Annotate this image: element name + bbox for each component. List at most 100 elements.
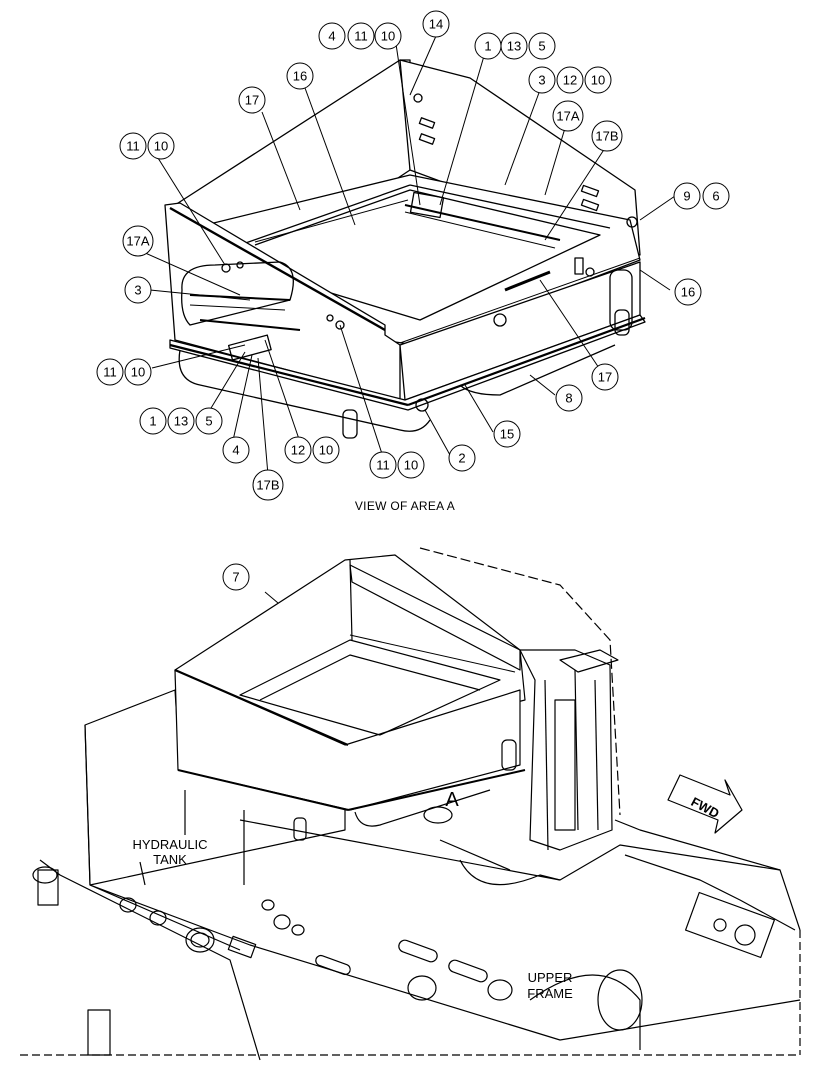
callout-bubble-c11-bottomr: 11 (369, 451, 397, 479)
callout-number: 10 (319, 443, 333, 458)
callout-circle (222, 563, 250, 591)
callout-circle (528, 32, 556, 60)
callout-circle (369, 451, 397, 479)
callout-circle (500, 32, 528, 60)
callout-number: 5 (538, 39, 545, 54)
callout-number: 10 (131, 365, 145, 380)
callout-number: 17 (245, 93, 259, 108)
callout-circle (124, 358, 152, 386)
callout-circle (556, 66, 584, 94)
callout-number: 1 (484, 39, 491, 54)
callout-bubble-c13-top: 13 (500, 32, 528, 60)
callout-number: 2 (458, 451, 465, 466)
callout-number: 3 (538, 73, 545, 88)
callout-circle (397, 451, 425, 479)
callout-number: 10 (404, 458, 418, 473)
callout-bubble-c5-top: 5 (528, 32, 556, 60)
callout-number: 17 (598, 370, 612, 385)
callout-bubble-c17-top: 17 (238, 86, 266, 114)
callout-circle (702, 182, 730, 210)
callout-number: 4 (232, 443, 239, 458)
hydraulic-tank-label-line2: TANK (153, 852, 187, 867)
callout-bubble-c14-top: 14 (422, 10, 450, 38)
callout-bubble-c2-bottom: 2 (448, 444, 476, 472)
callout-number: 9 (683, 189, 690, 204)
callout-number: 10 (591, 73, 605, 88)
callout-circle (284, 436, 312, 464)
callout-bubble-c10-topr: 10 (584, 66, 612, 94)
callout-circle (195, 407, 223, 435)
callout-circle (422, 10, 450, 38)
callout-bubble-c12-top: 12 (556, 66, 584, 94)
callout-bubble-c17A-left: 17A (122, 225, 154, 257)
callout-bubble-c11-lowleft: 11 (96, 358, 124, 386)
callout-number: 7 (232, 570, 239, 585)
callout-circle (347, 22, 375, 50)
callout-bubble-c8-right: 8 (555, 384, 583, 412)
callout-bubble-c9-right: 9 (673, 182, 701, 210)
callout-number: 11 (354, 29, 368, 44)
callout-circle (286, 62, 314, 90)
upper-frame-label-line2: FRAME (527, 986, 573, 1001)
callout-number: 12 (291, 443, 305, 458)
callout-number: 10 (154, 139, 168, 154)
callout-bubble-c4-bottom: 4 (222, 436, 250, 464)
callout-circle (147, 132, 175, 160)
callout-circle (374, 22, 402, 50)
callout-number: 11 (376, 458, 390, 473)
callout-circle (673, 182, 701, 210)
callout-bubble-c17B-top: 17B (591, 120, 623, 152)
callout-bubble-c15-bottom: 15 (493, 420, 521, 448)
callout-number: 13 (174, 414, 188, 429)
callout-circle (312, 436, 340, 464)
callout-bubble-c10-bottom: 10 (312, 436, 340, 464)
callout-number: 17B (256, 478, 279, 493)
callout-number: 17A (556, 109, 579, 124)
callout-number: 4 (328, 29, 335, 44)
callout-circle (124, 276, 152, 304)
callout-circle (96, 358, 124, 386)
callout-bubble-c17A-top: 17A (552, 100, 584, 132)
callout-number: 16 (293, 69, 307, 84)
callout-bubble-c6-right: 6 (702, 182, 730, 210)
callout-number: 16 (681, 285, 695, 300)
callout-number: 6 (712, 189, 719, 204)
callout-circle (139, 407, 167, 435)
callout-number: 5 (205, 414, 212, 429)
main-view-machine (20, 547, 801, 1061)
area-marker: A (445, 789, 459, 811)
callout-number: 3 (134, 283, 141, 298)
callout-circle (584, 66, 612, 94)
callout-bubble-c10-top: 10 (374, 22, 402, 50)
callout-bubble-c11-top: 11 (347, 22, 375, 50)
callout-number: 17A (126, 234, 149, 249)
callout-bubble-c12-bottom: 12 (284, 436, 312, 464)
callout-bubble-c3-top: 3 (528, 66, 556, 94)
view-caption: VIEW OF AREA A (355, 499, 455, 513)
callout-bubble-c1-top: 1 (474, 32, 502, 60)
callout-circle (448, 444, 476, 472)
callout-bubble-c5-bottom: 5 (195, 407, 223, 435)
callout-bubble-c17B-bottom: 17B (252, 469, 284, 501)
hydraulic-tank-label-line1: HYDRAULIC (132, 837, 207, 852)
callout-bubble-c4-top: 4 (318, 22, 346, 50)
leader-lines-top (142, 35, 676, 631)
callout-number: 1 (149, 414, 156, 429)
callout-circle (238, 86, 266, 114)
callout-bubble-c16-top: 16 (286, 62, 314, 90)
callout-circle (674, 278, 702, 306)
callout-number: 8 (565, 391, 572, 406)
callout-number: 15 (500, 427, 514, 442)
callout-circle (591, 120, 623, 152)
callout-bubble-c3-left: 3 (124, 276, 152, 304)
callout-bubble-c11-left: 11 (119, 132, 147, 160)
upper-frame-label-line1: UPPER (528, 970, 573, 985)
callout-number: 12 (563, 73, 577, 88)
callout-circle (493, 420, 521, 448)
callout-bubble-c10-lowleft: 10 (124, 358, 152, 386)
callout-circle (122, 225, 154, 257)
callout-bubble-c16-right: 16 (674, 278, 702, 306)
callout-circle (552, 100, 584, 132)
callout-bubble-c17-right: 17 (591, 363, 619, 391)
